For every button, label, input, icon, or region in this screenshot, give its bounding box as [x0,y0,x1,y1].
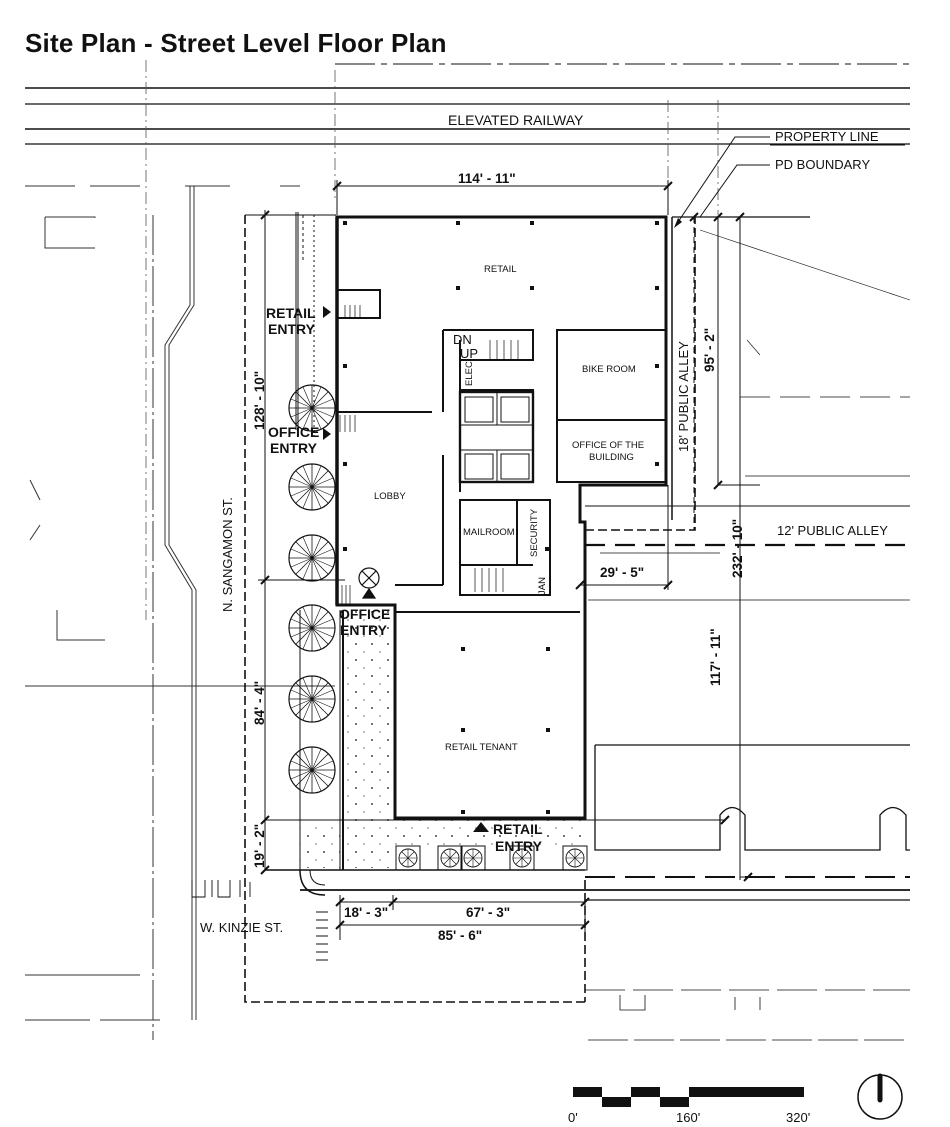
room-mailroom: MAILROOM [463,527,515,538]
scale-bar [573,1087,804,1107]
office-entry-west-line2: ENTRY [270,440,318,456]
room-office-2: BUILDING [589,452,634,463]
office-entry-corner-line1: OFFICE [339,606,390,622]
street-trees [288,384,588,871]
scale-label-320: 320' [786,1110,810,1125]
retail-entry-marker [473,822,489,832]
dim-west-lower: 19' - 2" [252,824,267,868]
room-security: SECURITY [529,508,540,557]
office-entry-west-line1: OFFICE [268,424,319,440]
dimension-lines [258,180,760,940]
scale-label-0: 0' [568,1110,578,1125]
dim-east-upper: 95' - 2" [702,328,717,372]
retail-entry-south-line1: RETAIL [493,821,543,837]
street-kinzie: W. KINZIE ST. [200,920,283,935]
columns [343,221,659,814]
room-bike: BIKE ROOM [582,364,636,375]
interior-walls [337,289,667,613]
elevated-railway [25,63,910,145]
dim-top-width: 114' - 11" [458,171,516,186]
page-title: Site Plan - Street Level Floor Plan [25,28,447,58]
retail-entry-west-line1: RETAIL [266,305,316,321]
office-entry-marker [358,567,380,599]
dim-south-total: 85' - 6" [438,928,482,943]
room-retail: RETAIL [484,264,517,275]
dim-south-east: 67' - 3" [466,905,510,920]
dim-west-upper: 128' - 10" [252,371,267,430]
retail-entry-west-line2: ENTRY [268,321,316,337]
pd-boundary-callout: PD BOUNDARY [775,157,870,172]
room-elec: ELEC [464,361,475,386]
alley-18: 18' PUBLIC ALLEY [676,341,691,452]
room-lobby: LOBBY [374,491,406,502]
property-line-callout: PROPERTY LINE [775,129,879,144]
scale-label-160: 160' [676,1110,700,1125]
room-jan: JAN [537,577,548,595]
dim-notch: 29' - 5" [600,565,644,580]
street-sangamon: N. SANGAMON ST. [220,497,235,612]
dim-east-total: 232' - 10" [730,519,745,578]
stair-up: UP [460,346,478,361]
room-retail-tenant: RETAIL TENANT [445,742,518,753]
room-office-1: OFFICE OF THE [572,440,644,451]
dim-west-middle: 84' - 4" [252,681,267,725]
railway-label: ELEVATED RAILWAY [448,112,584,128]
dim-east-lower: 117' - 11" [708,628,723,686]
plaza-paving [343,610,395,868]
dim-south-west: 18' - 3" [344,905,388,920]
stair-dn: DN [453,332,472,347]
alley-12: 12' PUBLIC ALLEY [777,523,888,538]
north-arrow-icon [857,1073,903,1120]
office-entry-corner-line2: ENTRY [340,622,388,638]
retail-entry-south-line2: ENTRY [495,838,543,854]
